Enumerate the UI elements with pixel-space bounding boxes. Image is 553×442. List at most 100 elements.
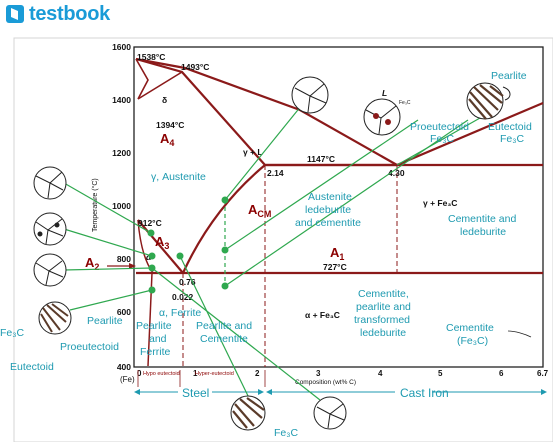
temp-1493-label: 1493°C (181, 62, 209, 72)
pearlite-top-label: Pearlite (491, 70, 527, 82)
temp-1394-label: 1394°C (156, 120, 184, 130)
x-origin-label: (Fe) (120, 375, 135, 384)
austenite-ledeburite-label-2: ledeburite (305, 204, 351, 216)
y-tick-label: 1200 (112, 148, 131, 158)
x-tick-label: 5 (438, 369, 443, 378)
eutectoid-top-fe3c-label: Fe₃C (500, 133, 525, 145)
cementite-arrow (507, 330, 532, 338)
pearlite-cementite-label-2: Cementite (200, 333, 248, 345)
gamma-liquid-label: γ + L (243, 147, 263, 157)
y-tick-label: 600 (117, 307, 131, 317)
a2-label: A2 (85, 255, 99, 272)
pearlite-ferrite-label: Pearlite (136, 320, 172, 332)
brand-name: testbook (29, 2, 110, 25)
pearlite-ferrite-label-2: and (149, 333, 167, 345)
cementite-pearlite-label-3: transformed (354, 314, 410, 326)
y-tick-label: 400 (117, 362, 131, 372)
cementite-pearlite-label: Cementite, (358, 288, 409, 300)
critical-line-labels: A4 A3 ACM A1 A2 (85, 131, 344, 272)
micrograph-ferrite (33, 253, 67, 287)
austenite-label: γ, Austenite (151, 171, 206, 183)
proeutectoid-top-fe3c-label: Fe₃C (430, 133, 455, 145)
x-tick-label: 3 (316, 369, 321, 378)
plot-area-border (133, 46, 544, 368)
y-axis: 1600 1400 1200 1000 800 600 400 Temperat… (91, 42, 131, 372)
liquid-label: L (382, 88, 387, 98)
micrograph-pearlite-ferrite (38, 301, 72, 335)
x-tick-label: 2 (255, 369, 260, 378)
micrograph-pearlite-cementite (230, 395, 266, 431)
gamma-fe3c-label: γ + Fe₃C (423, 198, 457, 208)
austenite-ledeburite-label-3: and cementite (295, 217, 361, 229)
x-tick-label: 6 (499, 369, 504, 378)
eutectoid-left-label: Eutectoid (10, 361, 54, 373)
x-axis: 0 1 2 3 4 5 6 6.7 (Fe) Composition (wt% … (120, 369, 549, 386)
diagram-labels: 1538°C 1493°C δ 1394°C γ + L L 1147°C 2.… (137, 52, 457, 320)
a1-label: A1 (330, 245, 344, 262)
fe3c-small-label: Fe₃C (399, 100, 411, 106)
proeutectoid-top-label: Proeutectoid (410, 121, 469, 133)
a3-label: A3 (155, 234, 169, 251)
fe3c-left-label: Fe₃C (0, 327, 25, 339)
comp-076-label: 0.76 (179, 277, 196, 287)
hyper-eutectoid-label: Hyper-eutectoid (195, 371, 234, 377)
cementite-fe3c-label-2: (Fe₃C) (457, 335, 488, 347)
cast-iron-label: Cast Iron (400, 386, 449, 400)
comp-430-label: 4.30 (388, 168, 405, 178)
y-axis-title: Temperature (°C) (91, 178, 99, 232)
delta-label: δ (162, 95, 167, 105)
cementite-ledeburite-label: Cementite and (448, 213, 516, 225)
micrograph-austenite-top (291, 76, 329, 114)
micrograph-ferrite-austenite (33, 212, 67, 246)
testbook-logo-icon (6, 5, 24, 23)
x-tick-label: 6.7 (537, 369, 549, 378)
pearlite-left-label: Pearlite (87, 315, 123, 327)
a3-line (137, 219, 184, 274)
comp-214-label: 2.14 (267, 168, 284, 178)
microstructure-annotations: Pearlite Proeutectoid Fe₃C Eutectoid Fe₃… (0, 70, 532, 439)
y-tick-label: 800 (117, 254, 131, 264)
cementite-ledeburite-label-2: ledeburite (460, 226, 506, 238)
steel-label: Steel (182, 386, 209, 400)
proeutectoid-left-label: Proeutectoid (60, 341, 119, 353)
eutectoid-regions: Hypo eutectoid Hyper-eutectoid (137, 370, 266, 387)
ferrite-label: α, Ferrite (159, 307, 201, 319)
temp-727-label: 727°C (323, 262, 347, 272)
micrograph-ferrite-bottom (313, 396, 347, 430)
x-tick-label: 0 (137, 369, 142, 378)
acm-label: ACM (248, 202, 271, 219)
pearlite-cementite-label: Pearlite and (196, 320, 252, 332)
microstructure-leaders (63, 94, 481, 401)
delta-region (135, 58, 149, 100)
steel-cast-iron-bar: Steel Cast Iron (134, 386, 547, 400)
y-tick-label: 1400 (112, 95, 131, 105)
hypo-eutectoid-label: Hypo eutectoid (143, 371, 180, 377)
x-tick-label: 4 (378, 369, 383, 378)
micrograph-austenite-1 (33, 166, 67, 200)
x-tick-label: 1 (193, 369, 198, 378)
cementite-pearlite-label-2: pearlite and (356, 301, 411, 313)
y-tick-label: 1600 (112, 42, 131, 52)
pearlite-ferrite-label-3: Ferrite (140, 346, 170, 358)
comp-0022-label: 0.022 (172, 292, 194, 302)
leader-dots (147, 196, 229, 294)
cementite-fe3c-label: Cementite (446, 322, 494, 334)
a4-label: A4 (160, 131, 174, 148)
temp-1538-label: 1538°C (137, 52, 165, 62)
y-tick-label: 1000 (112, 201, 131, 211)
testbook-logo[interactable]: testbook (6, 2, 110, 26)
eutectoid-top-label: Eutectoid (488, 121, 532, 133)
acm-line (182, 164, 266, 274)
figure-frame (13, 37, 553, 442)
micrograph-austenite-fe3c: Fe₃C (363, 98, 411, 136)
temp-912-label: 912°C (138, 218, 162, 228)
cementite-pearlite-label-4: ledeburite (360, 327, 406, 339)
x-axis-title: Composition (wt% C) (295, 379, 356, 386)
temp-1147-label: 1147°C (307, 154, 335, 164)
alpha-fe3c-label: α + Fe₃C (305, 310, 340, 320)
austenite-ledeburite-label: Austenite (308, 191, 352, 203)
dashed-guides (182, 165, 398, 367)
micrograph-pearlite-top (466, 82, 511, 120)
fe3c-bottom-label: Fe₃C (274, 427, 299, 439)
